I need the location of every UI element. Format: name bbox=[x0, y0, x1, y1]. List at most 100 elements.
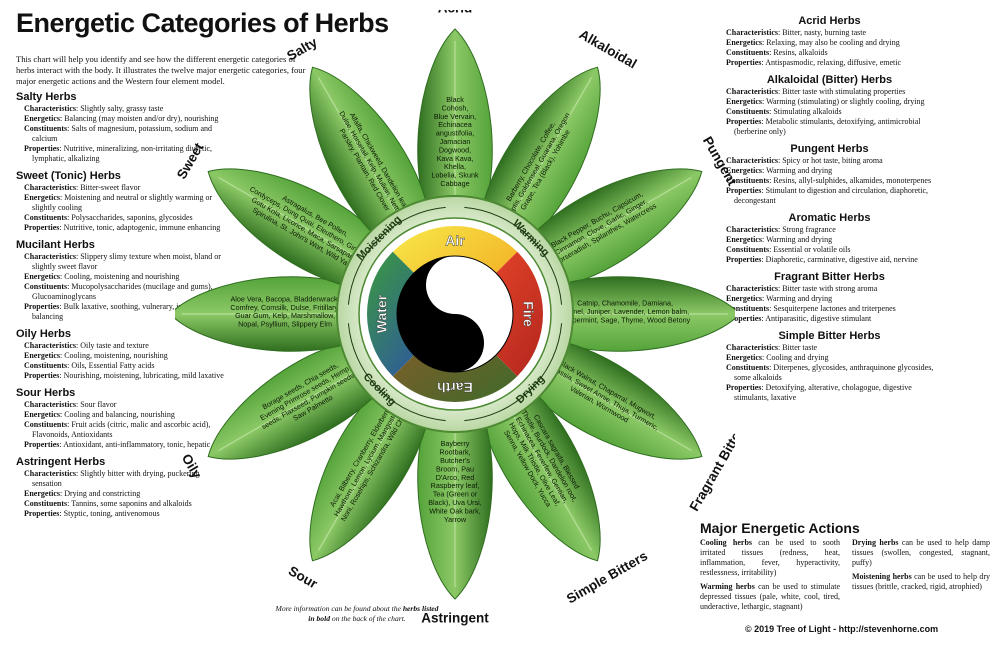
row-text: : Warming (stimulating) or slightly cool… bbox=[762, 97, 925, 106]
category-heading: Aromatic Herbs bbox=[788, 212, 871, 224]
row-label: Energetics bbox=[24, 272, 60, 281]
category-row: Constituents: Mucopolysaccharides (mucil… bbox=[24, 282, 231, 302]
category-label: Fragrant Bitters bbox=[687, 418, 735, 513]
row-label: Properties bbox=[726, 58, 762, 67]
row-label: Characteristics bbox=[726, 156, 778, 165]
category-heading: Mucilant Herbs bbox=[16, 239, 95, 251]
category-row: Energetics: Moistening and neutral or sl… bbox=[24, 193, 231, 213]
row-text: : Stimulating alkaloids bbox=[769, 107, 842, 116]
row-label: Properties bbox=[726, 186, 762, 195]
category-heading: Pungent Herbs bbox=[790, 143, 869, 155]
category-row: Constituents: Diterpenes, glycosides, an… bbox=[726, 363, 947, 383]
row-text: : Metabolic stimulants, detoxifying, ant… bbox=[734, 117, 921, 136]
action-arrow bbox=[464, 323, 563, 422]
category-row: Energetics: Cooling, moistening and nour… bbox=[24, 272, 231, 282]
row-label: Characteristics bbox=[726, 225, 778, 234]
row-text: : Bulk laxative, soothing, vulnerary, im… bbox=[32, 302, 203, 321]
row-label: Energetics bbox=[24, 193, 60, 202]
category-row: Characteristics: Oily taste and texture bbox=[24, 341, 231, 351]
element-label: Water bbox=[374, 294, 390, 333]
category-heading: Astringent Herbs bbox=[16, 456, 106, 468]
category-row: Properties: Stimulant to digestion and c… bbox=[726, 186, 947, 206]
category-row: Energetics: Cooling and drying bbox=[726, 353, 947, 363]
row-label: Properties bbox=[726, 314, 762, 323]
category-row: Energetics: Cooling and balancing, nouri… bbox=[24, 410, 231, 420]
category-row: Properties: Nourishing, moistening, lubr… bbox=[24, 371, 231, 381]
row-label: Properties bbox=[726, 255, 762, 264]
row-label: Characteristics bbox=[726, 343, 778, 352]
row-label: Energetics bbox=[24, 489, 60, 498]
row-text: : Antioxidant, anti-inflammatory, tonic,… bbox=[59, 440, 211, 449]
category-row: Characteristics: Bitter taste with stimu… bbox=[726, 87, 947, 97]
category-label: Pungent bbox=[700, 134, 735, 189]
category-label: Salty bbox=[284, 34, 320, 63]
energetic-actions: Major Energetic Actions bbox=[700, 520, 990, 540]
element-label: Earth bbox=[437, 379, 473, 395]
category-row: Constituents: Stimulating alkaloids bbox=[726, 107, 947, 117]
category-row: Characteristics: Bitter taste bbox=[726, 343, 947, 353]
category-heading: Simple Bitter Herbs bbox=[778, 330, 881, 342]
row-text: : Cooling, moistening and nourishing bbox=[60, 272, 180, 281]
row-text: : Strong fragrance bbox=[777, 225, 836, 234]
row-text: : Spicy or hot taste, biting aroma bbox=[777, 156, 883, 165]
category-label: Simple Bitters bbox=[564, 548, 650, 606]
category-row: Constituents: Oils, Essential Fatty acid… bbox=[24, 361, 231, 371]
action-text: can be used to help damp tissues (swolle… bbox=[852, 538, 990, 567]
row-text: : Relaxing, may also be cooling and dryi… bbox=[762, 38, 900, 47]
row-label: Characteristics bbox=[24, 400, 76, 409]
row-label: Characteristics bbox=[24, 252, 76, 261]
category-heading: Salty Herbs bbox=[16, 91, 77, 103]
action-arrow bbox=[347, 323, 446, 422]
category-row: Properties: Antiparasitic, digestive sti… bbox=[726, 314, 947, 324]
row-text: : Bitter taste with strong aroma bbox=[777, 284, 878, 293]
row-label: Energetics bbox=[726, 38, 762, 47]
row-label: Properties bbox=[24, 371, 60, 380]
row-label: Characteristics bbox=[24, 104, 76, 113]
row-label: Energetics bbox=[726, 166, 762, 175]
category-row: Properties: Styptic, toning, antivenomou… bbox=[24, 509, 231, 519]
row-label: Constituents bbox=[726, 245, 770, 254]
row-text: : Cooling and balancing, nourishing bbox=[60, 410, 175, 419]
row-label: Constituents bbox=[24, 420, 68, 429]
category-row: Constituents: Resins, alkaloids bbox=[726, 48, 947, 58]
element-label: Fire bbox=[520, 301, 536, 327]
row-label: Constituents bbox=[726, 48, 770, 57]
category-row: Energetics: Balancing (may moisten and/o… bbox=[24, 114, 231, 124]
action-arrow bbox=[464, 206, 563, 305]
row-text: : Bitter-sweet flavor bbox=[75, 183, 141, 192]
category-row: Constituents: Polysaccharides, saponins,… bbox=[24, 213, 231, 223]
row-label: Energetics bbox=[726, 235, 762, 244]
category-row: Energetics: Cooling, moistening, nourish… bbox=[24, 351, 231, 361]
row-text: : Polysaccharides, saponins, glycosides bbox=[67, 213, 193, 222]
category-row: Constituents: Essential or volatile oils bbox=[726, 245, 947, 255]
category-row: Constituents: Resins, allyl-sulphides, a… bbox=[726, 176, 947, 186]
row-text: : Diterpenes, glycosides, anthraquinone … bbox=[734, 363, 934, 382]
action-label: Cooling herbs bbox=[700, 538, 753, 547]
category-row: Constituents: Salts of magnesium, potass… bbox=[24, 124, 231, 144]
category-row: Properties: Nutritive, mineralizing, non… bbox=[24, 144, 231, 164]
category-row: Constituents: Tannins, some saponins and… bbox=[24, 499, 231, 509]
row-label: Characteristics bbox=[726, 28, 778, 37]
row-text: : Warming and drying bbox=[762, 294, 833, 303]
row-text: : Slightly salty, grassy taste bbox=[75, 104, 164, 113]
category-label: Sweet bbox=[175, 140, 207, 182]
category-heading: Acrid Herbs bbox=[798, 15, 861, 27]
row-label: Energetics bbox=[24, 114, 60, 123]
row-text: : Bitter, nasty, burning taste bbox=[777, 28, 867, 37]
category-row: Constituents: Sesquiterpene lactones and… bbox=[726, 304, 947, 314]
intro-text: This chart will help you identify and se… bbox=[16, 54, 306, 86]
row-text: : Diaphoretic, carminative, digestive ai… bbox=[761, 255, 918, 264]
row-text: : Slippery slimy texture when moist, bla… bbox=[32, 252, 221, 271]
category-row: Properties: Metabolic stimulants, detoxi… bbox=[726, 117, 947, 137]
category-row: Energetics: Warming and drying bbox=[726, 166, 947, 176]
category-label: Alkaloidal bbox=[577, 27, 640, 72]
action-label: Moistening herbs bbox=[852, 572, 912, 581]
category-row: Properties: Detoxifying, alterative, cho… bbox=[726, 383, 947, 403]
